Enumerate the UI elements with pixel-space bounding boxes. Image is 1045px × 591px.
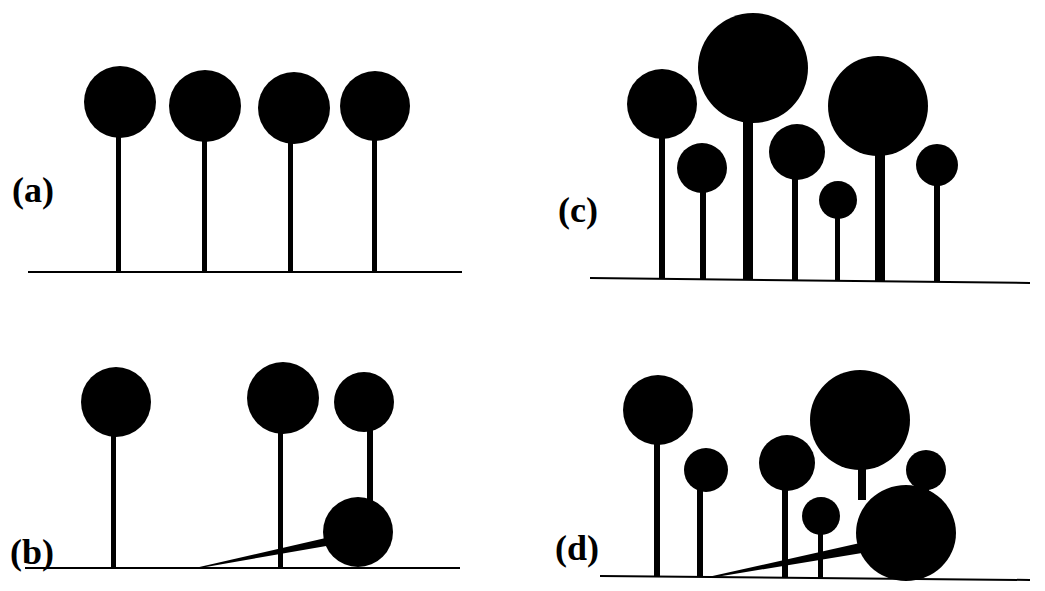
panel-label: (d) (555, 530, 599, 566)
panel-label: (a) (12, 172, 54, 208)
panel-label: (c) (558, 192, 598, 228)
panel-label: (b) (10, 534, 54, 570)
